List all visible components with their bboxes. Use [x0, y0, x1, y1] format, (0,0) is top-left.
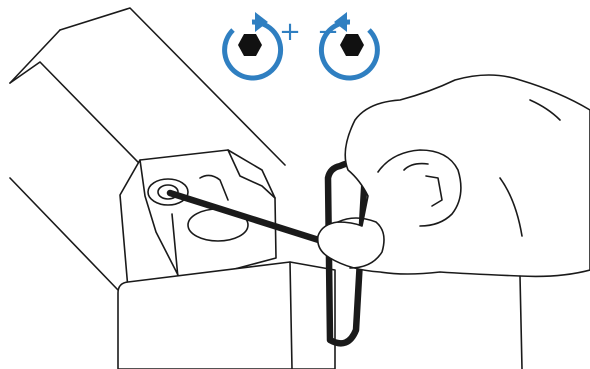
increase-symbol: +: [279, 17, 301, 47]
screw-head: [157, 184, 179, 200]
decrease-indicator: −: [317, 12, 380, 81]
base-housing-edge: [289, 261, 293, 369]
lower-plate-edge: [9, 177, 119, 291]
unit-housing: [9, 7, 336, 369]
bracket-top-edge: [227, 149, 276, 199]
folded-finger: [377, 149, 462, 227]
clockwise-arrow-hex-icon: [222, 12, 284, 81]
increase-indicator: +: [222, 12, 301, 81]
wrist-line: [529, 99, 561, 121]
decrease-symbol: −: [317, 17, 339, 47]
thumb: [337, 217, 385, 269]
upper-plate-edge: [59, 7, 286, 166]
hand-outline: [316, 74, 590, 278]
hand-icon: [316, 74, 590, 369]
fingernail: [425, 175, 443, 207]
middle-plate-edge: [9, 61, 179, 204]
wrist-edge: [519, 275, 523, 369]
counterclockwise-arrow-hex-icon: [318, 12, 380, 81]
plate-corner: [9, 29, 61, 84]
finger-crease: [403, 162, 429, 171]
bracket-fold: [139, 159, 179, 276]
bracket-tab: [199, 174, 229, 201]
bracket-seam: [171, 213, 179, 279]
base-housing: [117, 261, 336, 369]
palm-crease: [499, 177, 523, 237]
